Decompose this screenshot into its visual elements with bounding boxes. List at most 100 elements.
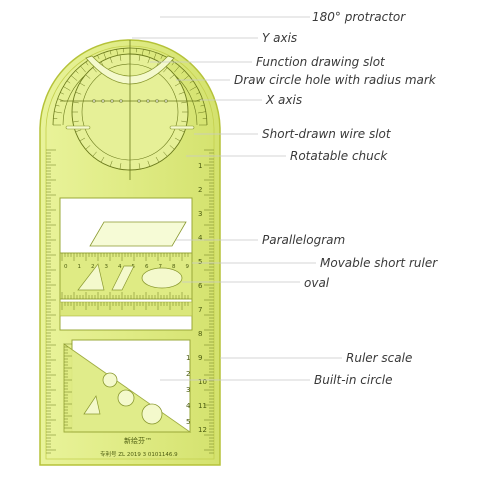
- protractor-tick: [70, 75, 78, 81]
- protractor-tick: [97, 55, 100, 59]
- chuck-tick: [72, 120, 79, 123]
- right-scale-number: 7: [198, 306, 202, 314]
- parallelogram-slot: [89, 221, 187, 247]
- right-scale-number: 3: [198, 210, 202, 218]
- protractor-tick: [189, 80, 194, 84]
- chuck-tick: [163, 151, 168, 157]
- lower-left-ticks: [64, 343, 72, 429]
- function-drawing-slot: [85, 55, 175, 85]
- short-ruler-parallelogram-cut: [111, 265, 135, 291]
- chuck-tick: [85, 145, 91, 150]
- callout-circle-hole: Draw circle hole with radius mark: [234, 73, 437, 87]
- lower-scale-number: 1: [186, 354, 190, 362]
- chuck-tick: [75, 91, 82, 95]
- short-ruler-number: 0: [64, 264, 68, 270]
- oval-slot: [141, 267, 183, 289]
- middle-window: 0123456789: [59, 197, 193, 331]
- callout-protractor: 180° protractor: [312, 10, 406, 24]
- built-in-circles: [83, 372, 163, 425]
- protractor-tick: [189, 86, 197, 91]
- chuck-tick: [169, 74, 175, 79]
- protractor-tick: [55, 104, 60, 107]
- protractor-tick: [80, 65, 86, 73]
- right-scale-number: 1: [198, 162, 202, 170]
- lower-strip: [59, 301, 193, 317]
- chuck-tick: [138, 163, 141, 170]
- right-scale-number: 11: [198, 402, 207, 410]
- short-ruler-number: 1: [78, 264, 82, 270]
- short-ruler-number: 8: [172, 264, 176, 270]
- chuck-tick: [85, 74, 91, 79]
- chuck-tick: [92, 67, 97, 73]
- ruler-inner-border: [45, 45, 215, 460]
- lower-scale-number: 5: [186, 418, 190, 426]
- left-scale-ticks: [46, 149, 56, 454]
- lower-scale-number: 2: [186, 370, 190, 378]
- builtin-circle-medium: [117, 389, 135, 407]
- short-ruler-number: 6: [145, 264, 149, 270]
- callout-movable-ruler: Movable short ruler: [320, 256, 438, 270]
- chuck-tick: [178, 129, 185, 133]
- lower-scale-number: 4: [186, 402, 191, 410]
- right-scale-number: 10: [198, 378, 207, 386]
- chuck-tick: [174, 137, 181, 142]
- builtin-circle-large: [141, 403, 163, 425]
- callout-ruler-scale: Ruler scale: [346, 351, 412, 365]
- right-scale-number: 2: [198, 186, 202, 194]
- protractor-tick: [200, 104, 205, 107]
- right-scale-number: 9: [198, 354, 202, 362]
- callout-x-axis: X axis: [265, 93, 302, 107]
- callout-function-slot: Function drawing slot: [256, 55, 386, 69]
- chuck-tick: [92, 151, 97, 157]
- protractor-tick: [63, 86, 71, 91]
- lower-scale-numbers: 1 2 3 4 5: [186, 354, 191, 426]
- callout-wire-slot: Short-drawn wire slot: [262, 127, 392, 141]
- protractor-tick: [174, 65, 180, 73]
- builtin-triangle-cut: [83, 395, 101, 415]
- protractor-tick: [196, 92, 200, 95]
- chuck-tick: [119, 163, 122, 170]
- chuck-tick: [181, 101, 188, 104]
- chuck-tick: [138, 54, 141, 61]
- right-scale-number: 8: [198, 330, 202, 338]
- chuck-tick: [178, 91, 185, 95]
- chuck-tick: [147, 160, 151, 167]
- lower-window: 1 2 3 4 5: [63, 339, 192, 433]
- protractor-tick: [109, 50, 112, 55]
- protractor-tick: [148, 50, 151, 55]
- callout-parallelogram: Parallelogram: [262, 233, 345, 247]
- protractor-tick: [181, 70, 185, 74]
- protractor-tick: [160, 55, 163, 59]
- protractor-tick: [75, 70, 79, 74]
- builtin-circle-small: [102, 372, 118, 388]
- callout-chuck: Rotatable chuck: [290, 149, 388, 163]
- movable-short-ruler[interactable]: 0123456789: [59, 252, 193, 300]
- chuck-tick: [100, 156, 105, 163]
- short-ruler-number: 2: [91, 264, 95, 270]
- short-ruler-number: 4: [118, 264, 122, 270]
- chuck-tick: [109, 57, 113, 64]
- protractor-tick: [197, 111, 206, 114]
- chuck-tick: [72, 101, 79, 104]
- chuck-tick: [75, 129, 82, 133]
- brand-mark: 新绘芬™: [124, 436, 152, 445]
- right-scale-number: 5: [198, 258, 202, 266]
- short-ruler-ticks: [61, 253, 189, 299]
- patent-text: 专利号 ZL 2019 3 0101146.9: [100, 450, 178, 458]
- protractor-tick: [171, 61, 175, 66]
- callout-oval: oval: [304, 276, 330, 290]
- chuck-tick: [181, 120, 188, 123]
- protractor-tick: [85, 61, 89, 66]
- protractor-tick: [60, 92, 64, 95]
- right-scale-number: 12: [198, 426, 207, 434]
- chuck-tick: [119, 54, 122, 61]
- right-scale-number: 4: [198, 234, 203, 242]
- short-ruler-number: 3: [105, 264, 109, 270]
- lower-scale-number: 3: [186, 386, 190, 394]
- chuck-tick: [79, 137, 86, 142]
- callout-group: 180° protractor Y axis Function drawing …: [132, 10, 438, 387]
- rotatable-chuck[interactable]: [60, 40, 200, 180]
- short-ruler-number: 7: [159, 264, 163, 270]
- protractor-tick: [66, 80, 71, 84]
- wire-slot-right: [169, 125, 195, 130]
